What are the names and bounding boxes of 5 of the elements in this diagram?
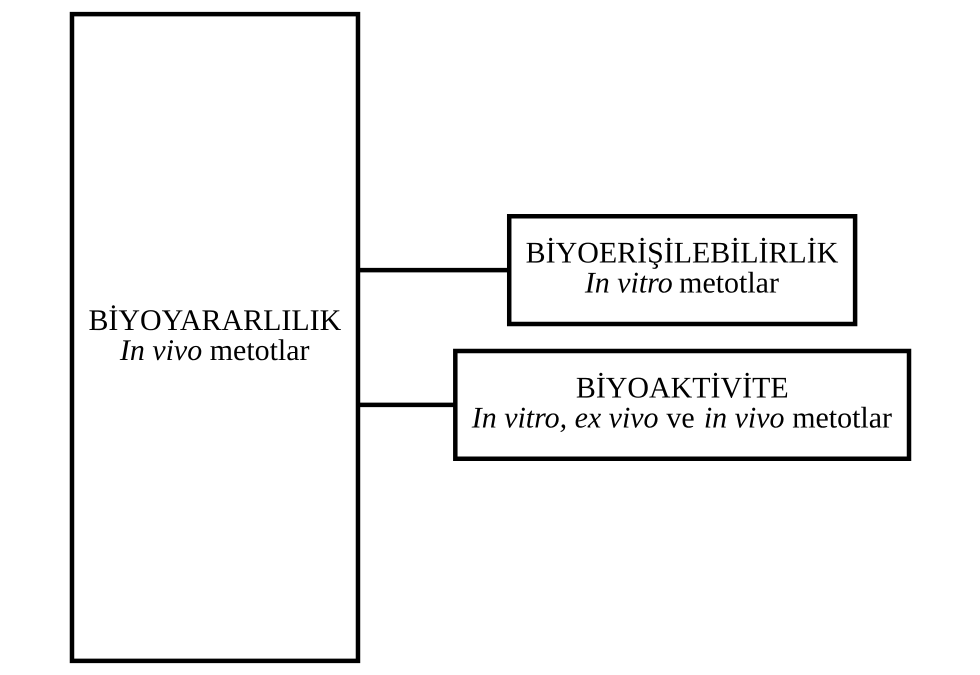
node-box: BİYOERİŞİLEBİLİRLİK In vitro metotlar xyxy=(506,214,857,326)
connector xyxy=(358,268,509,272)
connector xyxy=(358,402,455,408)
node-box: BİYOAKTİVİTE In vitro, ex vivo ve in vivo metotlar xyxy=(452,348,911,462)
node-box: BİYOYARARLILIK In vivo metotlar xyxy=(69,12,360,664)
